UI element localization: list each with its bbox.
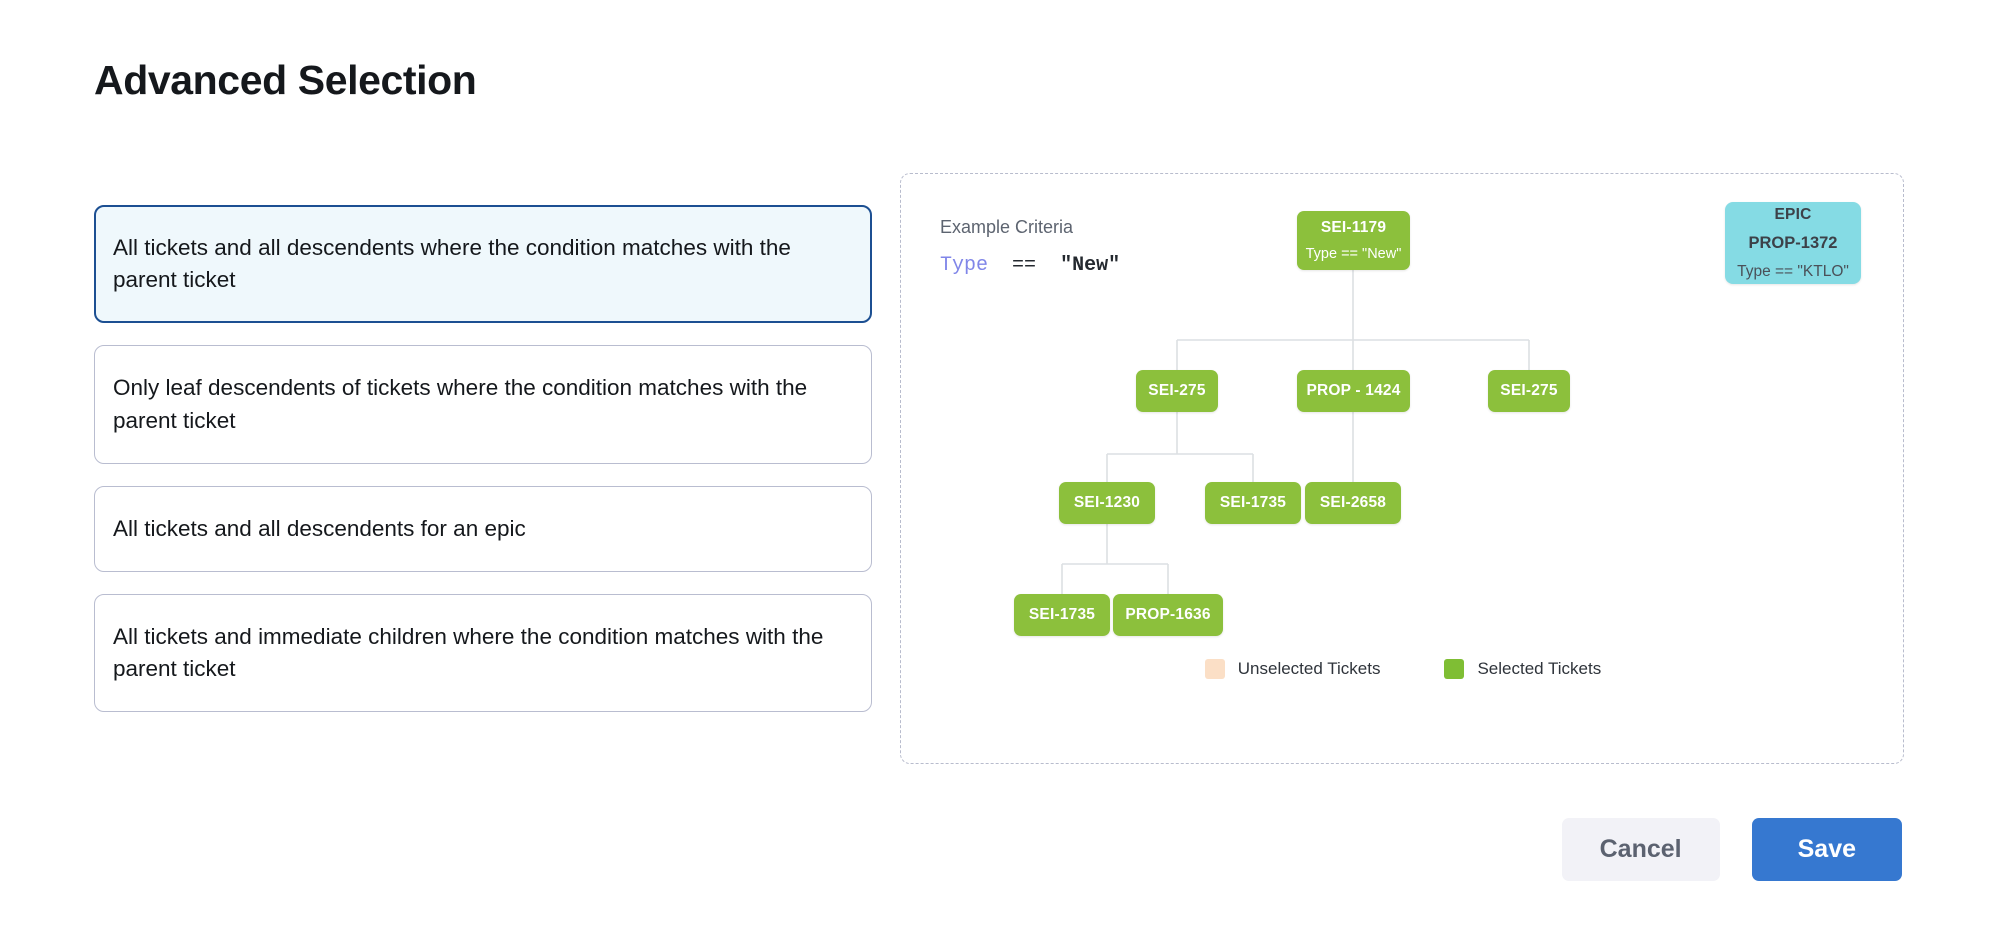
option-label: Only leaf descendents of tickets where t…: [113, 375, 808, 433]
option-label: All tickets and all descendents where th…: [113, 235, 791, 293]
option-label: All tickets and immediate children where…: [113, 623, 824, 682]
tree-node-root[interactable]: SEI-1179 Type == "New": [1297, 211, 1410, 270]
tree-node-sei-1735-mid[interactable]: SEI-1735: [1205, 482, 1301, 524]
node-id: SEI-1735: [1028, 606, 1096, 623]
criteria-value: "New": [1060, 254, 1121, 277]
criteria-label: Example Criteria: [940, 217, 1074, 237]
page-title: Advanced Selection: [94, 57, 477, 103]
tree-node-epic[interactable]: EPIC PROP-1372 Type == "KTLO": [1725, 202, 1861, 284]
node-id: SEI-275: [1148, 382, 1206, 399]
option-card-all-descendents[interactable]: All tickets and all descendents where th…: [94, 205, 872, 324]
unselected-swatch-icon: [1204, 659, 1225, 679]
option-card-leaf-descendents[interactable]: Only leaf descendents of tickets where t…: [94, 345, 872, 464]
ticket-hierarchy-tree: SEI-1179 Type == "New" EPIC PROP-1372 Ty…: [901, 174, 1905, 765]
tree-connectors: [1061, 270, 1530, 594]
tree-node-sei-275-left[interactable]: SEI-275: [1136, 370, 1218, 412]
node-id: PROP-1636: [1125, 606, 1211, 623]
criteria-operator: ==: [1012, 254, 1037, 277]
criteria-field: Type: [940, 254, 989, 277]
tree-node-sei-1230[interactable]: SEI-1230: [1059, 482, 1155, 524]
legend-label: Selected Tickets: [1477, 659, 1602, 678]
selected-swatch-icon: [1444, 659, 1465, 679]
cancel-button[interactable]: Cancel: [1561, 818, 1720, 881]
node-id: PROP-1372: [1748, 233, 1838, 252]
legend-item-unselected: Unselected Tickets: [1204, 659, 1381, 679]
node-id: SEI-1179: [1320, 219, 1387, 236]
dialog-footer: Cancel Save: [1561, 818, 1902, 881]
node-id: PROP - 1424: [1306, 382, 1401, 399]
example-diagram-panel: Example Criteria Type == "New": [900, 173, 1904, 764]
selection-options-list: All tickets and all descendents where th…: [94, 205, 872, 713]
option-card-epic-descendents[interactable]: All tickets and all descendents for an e…: [94, 485, 872, 572]
option-card-immediate-children[interactable]: All tickets and immediate children where…: [94, 593, 872, 713]
tree-node-prop-1424[interactable]: PROP - 1424: [1297, 370, 1410, 412]
legend-item-selected: Selected Tickets: [1444, 659, 1601, 679]
node-id: SEI-275: [1500, 382, 1558, 399]
node-kind: EPIC: [1774, 205, 1812, 223]
diagram-legend: Unselected Tickets Selected Tickets: [901, 659, 1905, 679]
node-id: SEI-2658: [1319, 494, 1387, 511]
tree-node-sei-275-right[interactable]: SEI-275: [1488, 370, 1570, 412]
save-button[interactable]: Save: [1751, 818, 1902, 881]
legend-label: Unselected Tickets: [1237, 659, 1381, 678]
tree-node-sei-2658[interactable]: SEI-2658: [1305, 482, 1401, 524]
tree-node-sei-1735-leaf[interactable]: SEI-1735: [1014, 594, 1110, 636]
node-id: SEI-1230: [1073, 494, 1141, 511]
node-id: SEI-1735: [1219, 494, 1287, 511]
node-condition: Type == "New": [1305, 246, 1402, 262]
tree-node-prop-1636[interactable]: PROP-1636: [1113, 594, 1223, 636]
criteria-expression: Type == "New": [940, 254, 1120, 277]
option-label: All tickets and all descendents for an e…: [113, 515, 526, 541]
node-condition: Type == "KTLO": [1737, 262, 1849, 280]
